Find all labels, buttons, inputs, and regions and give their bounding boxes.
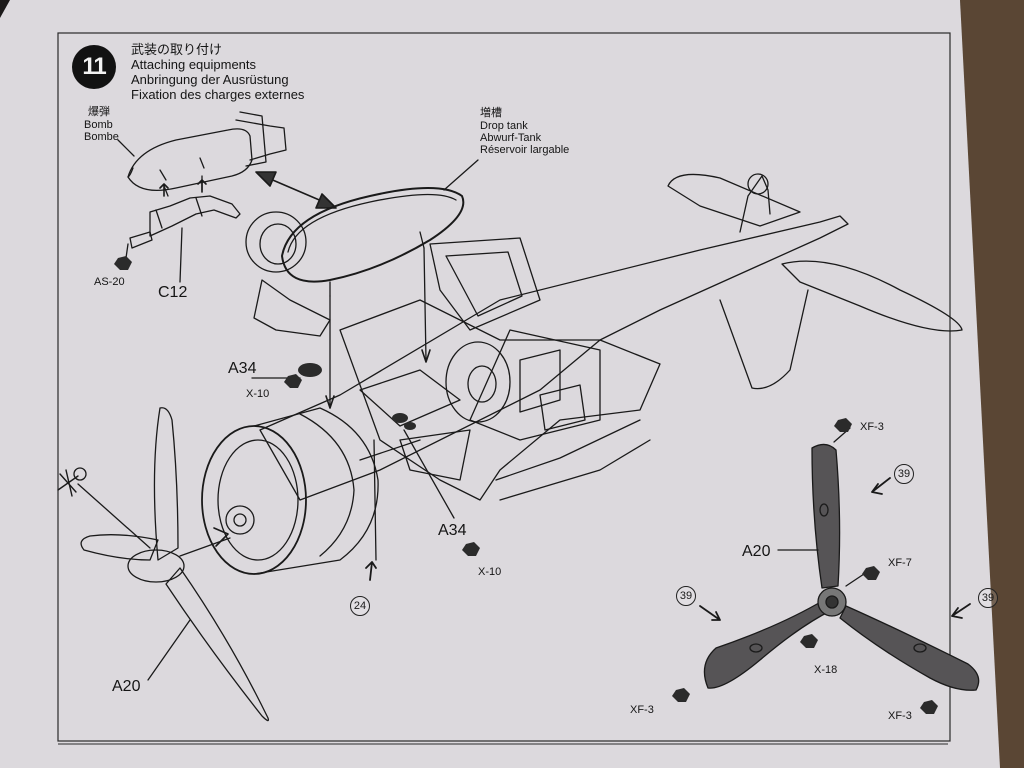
panel-border — [57, 32, 951, 742]
drop-tank-label-en: Drop tank — [480, 120, 528, 132]
step-title-de: Anbringung der Ausrüstung — [131, 72, 289, 87]
part-label-c12: C12 — [158, 284, 188, 301]
drop-tank-label-ja: 増槽 — [480, 107, 502, 119]
drop-tank-label-de: Abwurf-Tank — [480, 132, 542, 144]
part-label-a20-right: A20 — [742, 543, 771, 560]
bomb-drawing — [127, 111, 287, 191]
paint-label-xf3-left: XF-3 — [630, 704, 654, 716]
part-label-a20-left: A20 — [112, 678, 141, 695]
step-title-en: Attaching equipments — [131, 57, 257, 72]
step-number-badge: 11 — [72, 45, 116, 89]
step-title-fr: Fixation des charges externes — [131, 87, 305, 102]
drop-tank-drawing — [281, 187, 465, 297]
paint-label-xf3-right: XF-3 — [888, 710, 912, 722]
paint-label-xf3-top: XF-3 — [860, 421, 884, 433]
part-label-a34-lower: A34 — [438, 522, 467, 539]
paper-sheet — [0, 0, 1000, 768]
bomb-label-fr: Bombe — [84, 131, 119, 143]
table-edge — [960, 0, 1024, 768]
aircraft-drawing — [201, 173, 963, 575]
bomb-label-ja: 爆弾 — [88, 106, 110, 118]
part-label-x10-lower: X-10 — [478, 566, 502, 578]
part-label-a34-upper: A34 — [228, 360, 257, 377]
step-ref-39-right: 39 — [978, 588, 998, 608]
part-label-as20: AS-20 — [94, 276, 125, 288]
step-ref-39-left: 39 — [676, 586, 696, 606]
paint-label-x18: X-18 — [814, 664, 838, 676]
step-ref-24: 24 — [350, 596, 370, 616]
paint-arrows — [365, 477, 971, 621]
drop-tank-label-fr: Réservoir largable — [480, 144, 570, 156]
bomb-label-en: Bomb — [84, 119, 113, 131]
part-icons — [114, 256, 938, 714]
part-label-x10-upper: X-10 — [246, 388, 270, 400]
step-title: 武装の取り付け Attaching equipments Anbringung … — [131, 42, 304, 102]
move-arrow — [255, 171, 337, 209]
step-ref-39-top: 39 — [894, 464, 914, 484]
step-title-ja: 武装の取り付け — [131, 42, 223, 57]
propeller-left-drawing — [57, 407, 270, 722]
paint-label-xf7: XF-7 — [888, 557, 912, 569]
